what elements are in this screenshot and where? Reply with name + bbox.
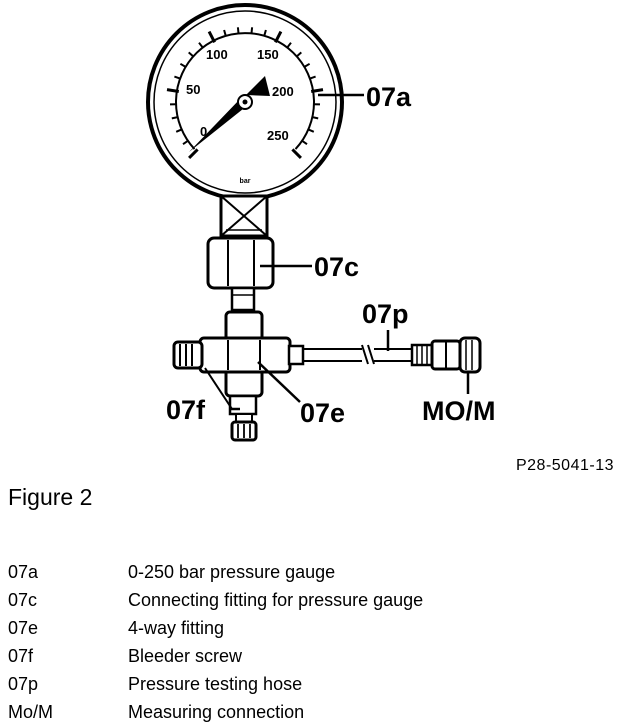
legend-code: 07a [8, 558, 128, 586]
gauge-minor-tick [172, 117, 178, 118]
legend-code: 07f [8, 642, 128, 670]
callout-07a: 07a [366, 82, 412, 112]
gauge-scale-label-100: 100 [206, 47, 228, 62]
gauge-minor-tick [238, 27, 239, 33]
callout-07e: 07e [300, 398, 345, 428]
callout-07p: 07p [362, 299, 409, 329]
left-threaded-stub [174, 342, 202, 368]
callout-07c: 07c [314, 252, 359, 282]
gauge-minor-tick [252, 27, 253, 33]
gauge-stem [221, 196, 267, 236]
legend-code: 07e [8, 614, 128, 642]
legend-description: Pressure testing hose [128, 674, 302, 694]
gauge-scale-label-50: 50 [186, 82, 200, 97]
connecting-fitting [208, 238, 273, 310]
legend-description: 4-way fitting [128, 618, 224, 638]
legend-code: 07c [8, 586, 128, 614]
pressure-gauge-diagram: 0 50 100 150 200 250 bar [0, 0, 640, 480]
pressure-gauge: 0 50 100 150 200 250 bar [148, 5, 342, 199]
legend-code: 07p [8, 670, 128, 698]
callout-mo-m: MO/M [422, 396, 496, 426]
gauge-scale-label-250: 250 [267, 128, 289, 143]
legend-description: Measuring connection [128, 702, 304, 722]
legend-description: 0-250 bar pressure gauge [128, 562, 335, 582]
bleeder-screw [232, 414, 256, 440]
gauge-scale-label-200: 200 [272, 84, 294, 99]
gauge-scale-label-150: 150 [257, 47, 279, 62]
measuring-connection [460, 338, 480, 394]
legend-description: Bleeder screw [128, 646, 242, 666]
figure-caption: Figure 2 [8, 484, 92, 511]
legend-description: Connecting fitting for pressure gauge [128, 590, 423, 610]
pressure-testing-hose [289, 341, 460, 369]
gauge-major-tick [167, 90, 179, 92]
callout-07f: 07f [166, 395, 206, 425]
gauge-major-tick [311, 90, 323, 92]
figure-reference-code: P28-5041-13 [516, 457, 614, 474]
gauge-unit-label: bar [240, 178, 251, 185]
four-way-fitting [200, 312, 290, 414]
gauge-minor-tick [312, 117, 318, 118]
